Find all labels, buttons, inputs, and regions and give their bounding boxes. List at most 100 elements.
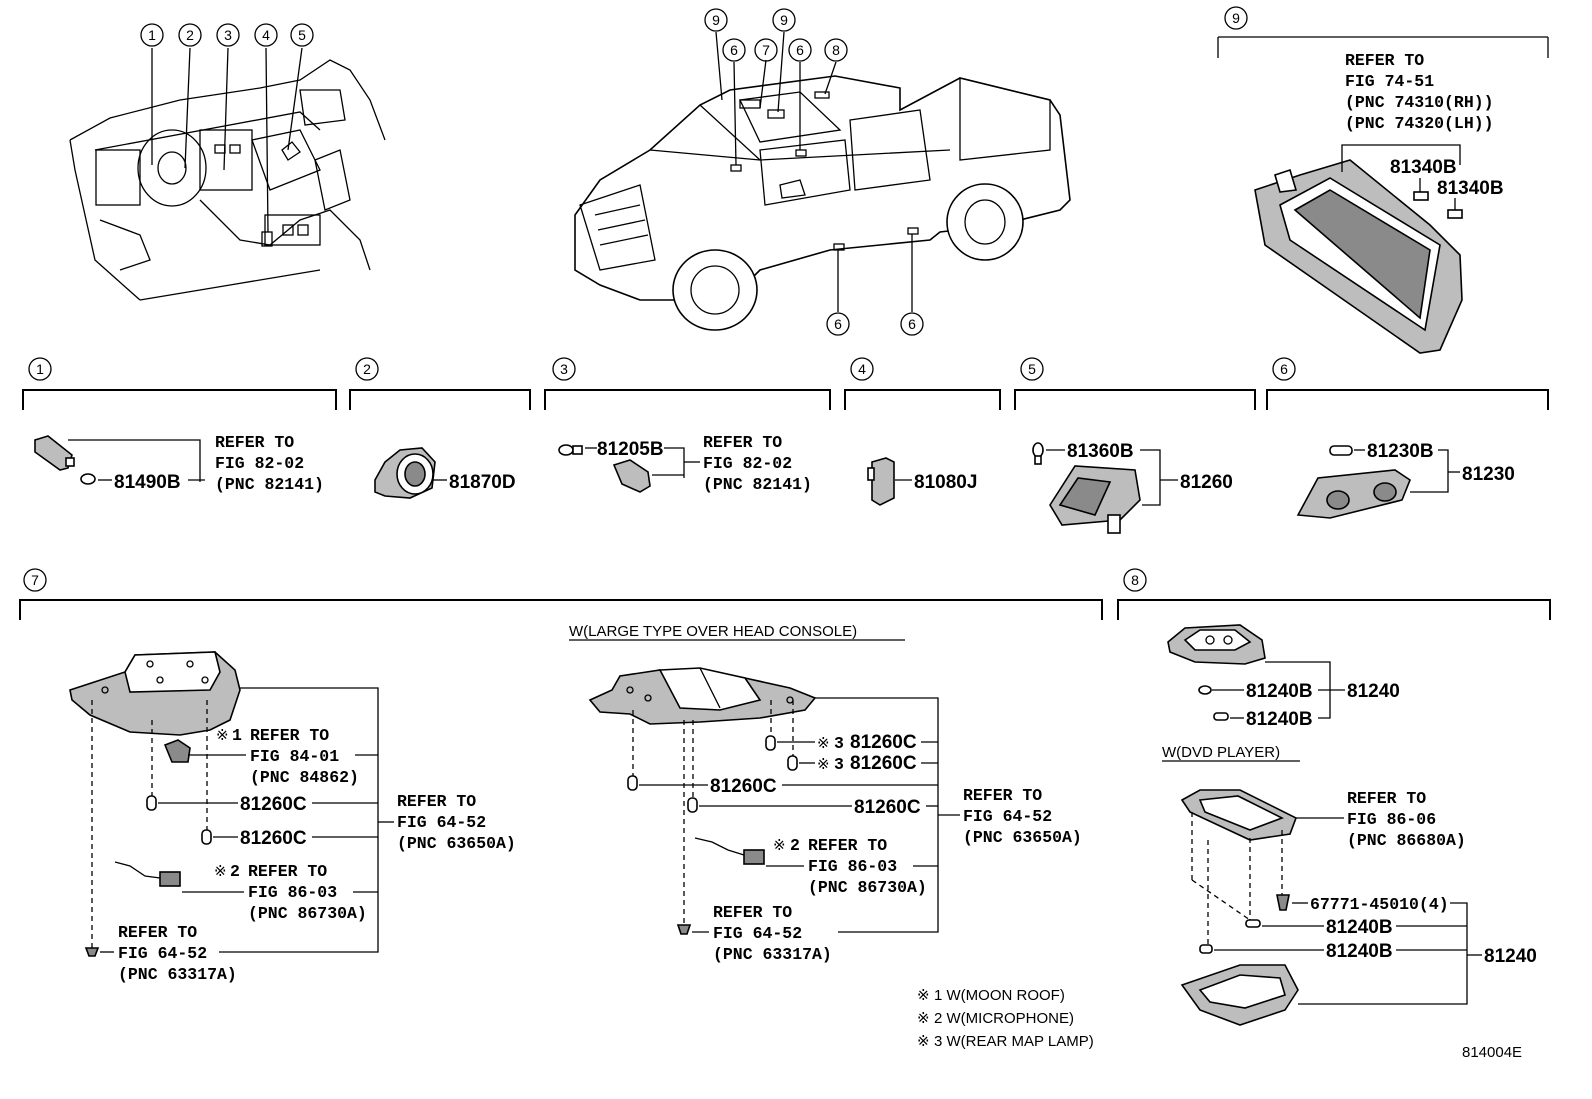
section3-lamp: 81205B REFER TO FIG 82-02 (PNC 82141)	[558, 433, 812, 494]
label-refer-to: REFER TO	[250, 726, 329, 745]
label-refer-to: REFER TO	[963, 786, 1042, 805]
callout-2-top: 2	[178, 23, 202, 47]
part-81240-lower: 81240	[1484, 946, 1537, 967]
label-section8-dvd-ref-pnc: (PNC 86680A)	[1347, 831, 1466, 850]
callout-5-top: 5	[290, 23, 314, 47]
section7-left-console: ※ 1 REFER TO FIG 84-01 (PNC 84862) 81260…	[69, 651, 516, 984]
section6-lamp: 81230B 81230	[1296, 441, 1515, 519]
label-refer-to: REFER TO	[248, 862, 327, 881]
label-section7-left-screw-ref-fig: FIG 64-52	[118, 944, 207, 963]
label-section7-left-assy-ref-pnc: (PNC 63650A)	[397, 834, 516, 853]
callout-9-section: 9	[1224, 6, 1248, 30]
part-81230: 81230	[1462, 464, 1515, 485]
callout-4-top: 4	[254, 23, 278, 47]
note-microphone: 2 W(MICROPHONE)	[934, 1010, 1074, 1027]
label-section8-dvd-ref-fig: FIG 86-06	[1347, 810, 1436, 829]
part-81080j: 81080J	[914, 472, 977, 493]
callout-6-truck-d: 6	[900, 312, 924, 336]
label-section1-ref-fig: FIG 82-02	[215, 454, 304, 473]
label-refer-to: REFER TO	[1345, 51, 1424, 70]
label-symbols-note-mark: ※	[216, 727, 229, 744]
label-section3-ref-pnc: (PNC 82141)	[703, 475, 812, 494]
label-callouts-c8: 8	[832, 42, 840, 58]
part-81240b-lower-1: 81240B	[1326, 917, 1393, 938]
label-section7-left-screw-ref-pnc: (PNC 63317A)	[118, 965, 237, 984]
label-section3-ref-fig: FIG 82-02	[703, 454, 792, 473]
label-section1-ref-pnc: (PNC 82141)	[215, 475, 324, 494]
section1-lamp: 81490B REFER TO FIG 82-02 (PNC 82141)	[34, 433, 324, 494]
label-callouts-c5: 5	[1028, 361, 1036, 377]
part-81260c-left-2: 81260C	[240, 828, 307, 849]
sun-visor-illustration	[1217, 36, 1549, 354]
label-callouts-c1: 1	[148, 27, 156, 43]
section5-lamp: 81360B 81260	[1032, 441, 1233, 534]
label-symbols-note-mark: ※	[214, 863, 227, 880]
label-callouts-c5: 5	[298, 27, 306, 43]
label-callouts-c3: 3	[560, 361, 568, 377]
callout-5-section: 5	[1020, 357, 1044, 381]
svg-text:3: 3	[834, 755, 844, 774]
callout-3-section: 3	[552, 357, 576, 381]
dvd-heading: W(DVD PLAYER)	[1162, 744, 1280, 761]
label-section9-ref-fig: FIG 74-51	[1345, 72, 1434, 91]
part-81240b-upper-2: 81240B	[1246, 709, 1313, 730]
label-callouts-c9: 9	[1232, 10, 1240, 26]
callout-8-section: 8	[1123, 568, 1147, 592]
label-section7-left-note1-ref-fig: FIG 84-01	[250, 747, 339, 766]
part-81260c-left-1: 81260C	[240, 794, 307, 815]
part-81340b-a: 81340B	[1390, 157, 1457, 178]
label-callouts-c9: 9	[712, 12, 720, 28]
part-81240b-lower-2: 81240B	[1326, 941, 1393, 962]
label-refer-to: REFER TO	[215, 433, 294, 452]
label-callouts-c9: 9	[780, 12, 788, 28]
callout-9-truck-b: 9	[772, 8, 796, 32]
label-section7-right-note2-ref-fig: FIG 86-03	[808, 857, 897, 876]
callout-2-section: 2	[355, 357, 379, 381]
part-81240-upper: 81240	[1347, 681, 1400, 702]
callout-7-truck: 7	[754, 38, 778, 62]
svg-text:1: 1	[232, 726, 242, 745]
label-refer-to: REFER TO	[118, 923, 197, 942]
label-callouts-c7: 7	[31, 572, 39, 588]
label-callouts-c6: 6	[730, 42, 738, 58]
label-callouts-c6: 6	[1280, 361, 1288, 377]
part-81340b-b: 81340B	[1437, 178, 1504, 199]
label-refer-to: REFER TO	[397, 792, 476, 811]
label-callouts-c3: 3	[224, 27, 232, 43]
label-symbols-note-mark: ※	[917, 1033, 930, 1050]
label-callouts-c6: 6	[796, 42, 804, 58]
callout-3-top: 3	[216, 23, 240, 47]
label-callouts-c4: 4	[262, 27, 270, 43]
figure-id: 814004E	[1462, 1044, 1522, 1061]
section8-map-lamp: 81240B 81240B 81240 W(DVD PLAYER) REFER …	[1162, 624, 1537, 1026]
label-symbols-note-mark: ※	[917, 987, 930, 1004]
part-81205b: 81205B	[597, 439, 664, 460]
large-console-heading: W(LARGE TYPE OVER HEAD CONSOLE)	[569, 623, 857, 640]
label-section7-left-assy-ref-fig: FIG 64-52	[397, 813, 486, 832]
dashboard-illustration	[69, 47, 386, 301]
label-section7-left-note1-ref-pnc: (PNC 84862)	[250, 768, 359, 787]
part-81360b: 81360B	[1067, 441, 1134, 462]
callout-circles: 1 2 3 4 5 9 9 6 7 6 8 6 6 9 1 2 3 4 5 6 …	[23, 6, 1296, 592]
callout-6-truck-c: 6	[826, 312, 850, 336]
label-callouts-c1: 1	[36, 361, 44, 377]
part-81870d: 81870D	[449, 472, 516, 493]
section9-labels: REFER TO FIG 74-51 (PNC 74310(RH)) (PNC …	[1345, 51, 1504, 199]
part-81490b: 81490B	[114, 472, 181, 493]
label-refer-to: REFER TO	[1347, 789, 1426, 808]
callout-6-truck-a: 6	[722, 38, 746, 62]
callout-9-truck-a: 9	[704, 8, 728, 32]
callout-7-section: 7	[23, 568, 47, 592]
part-81260c-right-b: 81260C	[850, 753, 917, 774]
label-refer-to: REFER TO	[713, 903, 792, 922]
label-section7-right-screw-ref-pnc: (PNC 63317A)	[713, 945, 832, 964]
part-67771-45010: 67771-45010(4)	[1310, 895, 1449, 914]
label-symbols-note-mark: ※	[773, 837, 786, 854]
part-81230b: 81230B	[1367, 441, 1434, 462]
footnotes: ※ 1 W(MOON ROOF) ※ 2 W(MICROPHONE) ※ 3 W…	[917, 987, 1094, 1050]
label-section9-ref-pnc-lh: (PNC 74320(LH))	[1345, 114, 1494, 133]
callout-1-section: 1	[28, 357, 52, 381]
section-brackets-row2	[19, 389, 1551, 620]
label-section7-left-note2-ref-pnc: (PNC 86730A)	[248, 904, 367, 923]
